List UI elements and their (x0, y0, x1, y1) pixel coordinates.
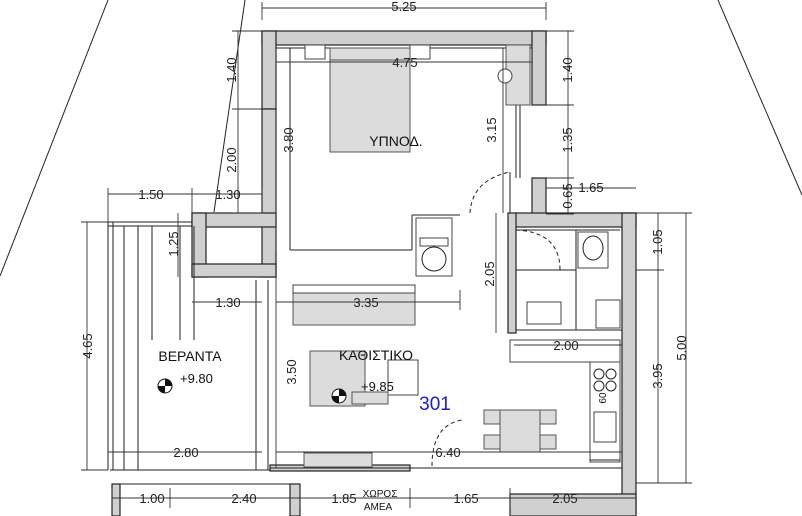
label-common-space-2: ΑΜΕΑ (364, 502, 393, 513)
dim-bottom-2-40: 2.40 (231, 491, 256, 506)
dim-right-1-35: 1.35 (560, 127, 575, 152)
dim-veranda-1-30: 1.30 (215, 295, 240, 310)
dim-sofa-3-35: 3.35 (353, 295, 378, 310)
dim-bedroom-height: 3.80 (281, 127, 296, 152)
dimension-lines (81, 2, 692, 508)
dim-right-5-00: 5.00 (674, 335, 689, 360)
dim-top-total: 5.25 (391, 0, 416, 14)
dim-bottom-2-05: 2.05 (552, 491, 577, 506)
dim-kitchen-60: 60 (598, 392, 609, 404)
veranda-level-marker (157, 378, 173, 394)
dim-right-0-65: 0.65 (560, 183, 575, 208)
dim-left-1-40: 1.40 (224, 57, 239, 82)
label-bedroom: ΥΠΝΟΔ. (369, 133, 422, 149)
level-veranda: +9.80 (180, 371, 213, 386)
level-living: +9.85 (361, 379, 394, 394)
dim-right-1-65: 1.65 (578, 180, 603, 195)
dim-balcony-1-50: 1.50 (138, 187, 163, 202)
living-level-marker (331, 388, 347, 404)
dim-veranda-2-80: 2.80 (173, 445, 198, 460)
dim-bath-1-05: 1.05 (650, 229, 665, 254)
unit-number: 301 (419, 394, 451, 415)
dim-bedroom-right: 3.15 (484, 117, 499, 142)
dim-right-3-95: 3.95 (650, 363, 665, 388)
dim-balcony-1-30: 1.30 (215, 187, 240, 202)
bedroom-door (469, 171, 511, 214)
bedroom-desk (497, 44, 531, 106)
veranda-railing (107, 221, 622, 516)
dim-left-2-00: 2.00 (224, 147, 239, 172)
dim-veranda-4-65: 4.65 (80, 333, 95, 358)
perspective-lines (0, 0, 802, 277)
dim-bottom-1-00: 1.00 (139, 491, 164, 506)
walls (191, 30, 637, 516)
label-veranda: ΒΕΡΑΝΤΑ (158, 348, 222, 364)
dim-bottom-1-65: 1.65 (453, 491, 478, 506)
living-furniture (292, 284, 557, 468)
kitchen (509, 339, 621, 463)
dim-veranda-1-25: 1.25 (166, 231, 181, 256)
dim-bath-2-00: 2.00 (553, 338, 578, 353)
level-markers (157, 378, 347, 404)
room-labels: ΥΠΝΟΔ. ΚΑΘΙΣΤΙΚΟ ΒΕΡΑΝΤΑ +9.80 +9.85 301… (158, 133, 450, 513)
bed (304, 44, 431, 153)
dim-bottom-1-85: 1.85 (331, 491, 356, 506)
label-common-space-1: ΧΩΡΟΣ (363, 489, 398, 500)
dim-right-1-40: 1.40 (560, 57, 575, 82)
dimension-labels: 5.25 4.75 1.40 2.00 3.80 3.15 1.40 1.35 … (80, 0, 689, 506)
dim-bedroom-inner: 4.75 (392, 55, 417, 70)
label-living: ΚΑΘΙΣΤΙΚΟ (339, 347, 413, 363)
dim-living-3-50: 3.50 (284, 359, 299, 384)
bathroom (515, 229, 622, 331)
dim-living-6-40: 6.40 (435, 445, 460, 460)
dim-hall-2-05: 2.05 (482, 261, 497, 286)
